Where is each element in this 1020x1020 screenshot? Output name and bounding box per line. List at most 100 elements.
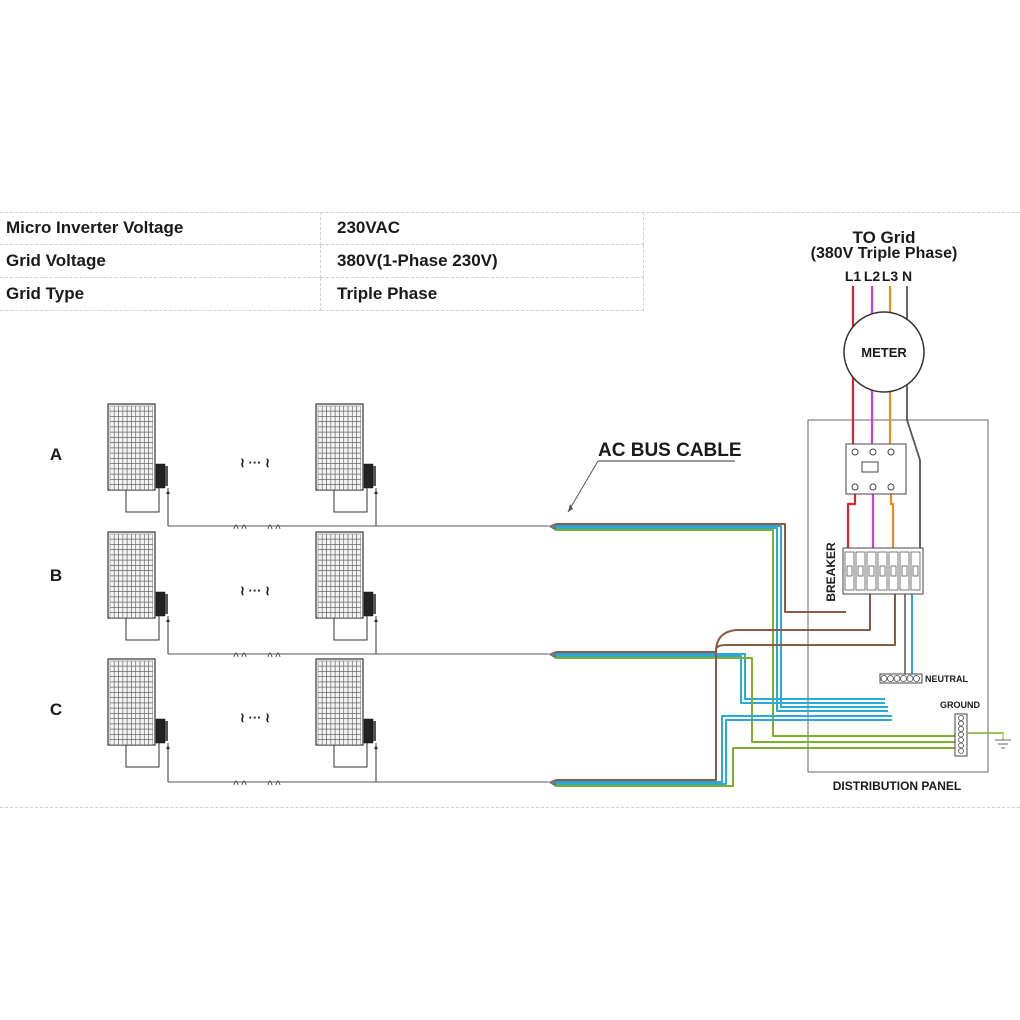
solar-cell [339, 468, 344, 475]
solar-cell [109, 581, 115, 587]
solar-cell [148, 687, 154, 693]
solar-cell [126, 676, 132, 682]
solar-cell [139, 442, 145, 448]
solar-cell [352, 718, 357, 724]
solar-cell [122, 468, 128, 475]
solar-cell [317, 739, 323, 745]
solar-cell [347, 416, 353, 422]
solar-cell [326, 676, 331, 682]
ac-drop-arrow [374, 618, 378, 622]
solar-cell [139, 463, 145, 469]
solar-cell [326, 442, 331, 448]
solar-cell [135, 533, 141, 540]
solar-cell [109, 708, 115, 714]
ellipsis-c: ≀ ··· ≀ [240, 710, 270, 725]
solar-cell [148, 458, 154, 464]
solar-cell [352, 671, 357, 677]
solar-cell [356, 458, 362, 464]
solar-cell [330, 734, 336, 740]
solar-cell [118, 458, 123, 464]
bus-c-ground [556, 747, 955, 787]
solar-cell [148, 660, 154, 667]
breaker-toggle [868, 565, 875, 577]
solar-cell [330, 602, 336, 608]
solar-cell [334, 602, 340, 608]
solar-cell [326, 586, 331, 592]
solar-cell [139, 539, 145, 545]
solar-cell [352, 479, 357, 485]
solar-cell [356, 463, 362, 469]
solar-cell [326, 729, 331, 735]
solar-cell [326, 570, 331, 576]
solar-cell [109, 676, 115, 682]
solar-cell [148, 554, 154, 561]
solar-cell [118, 479, 123, 485]
solar-cell [330, 575, 336, 582]
solar-cell [122, 581, 128, 587]
solar-cell [326, 426, 331, 433]
solar-cell [135, 681, 141, 688]
solar-cell [339, 549, 344, 555]
solar-cell [135, 596, 141, 603]
solar-cell [356, 708, 362, 714]
solar-cell [118, 474, 123, 480]
solar-cell [139, 447, 145, 454]
solar-cell [126, 723, 132, 730]
solar-cell [356, 666, 362, 672]
solar-cell [122, 607, 128, 613]
solar-cell [317, 723, 323, 730]
solar-cell [334, 426, 340, 433]
solar-cell [131, 533, 136, 540]
solar-cell [126, 581, 132, 587]
solar-cell [114, 718, 119, 724]
solar-cell [139, 437, 145, 443]
solar-cell [330, 426, 336, 433]
solar-cell [326, 739, 331, 745]
solar-cell [326, 666, 331, 672]
spec-label: Grid Type [0, 277, 321, 311]
solar-cell [352, 581, 357, 587]
solar-cell [317, 484, 323, 490]
solar-cell [131, 681, 136, 688]
micro-inverter-body [363, 591, 374, 617]
grid-subtitle: (380V Triple Phase) [811, 245, 958, 262]
solar-cell [322, 586, 327, 592]
solar-cell [135, 702, 141, 709]
solar-cell [118, 671, 123, 677]
solar-cell [109, 458, 115, 464]
ground-terminal [958, 720, 964, 727]
solar-cell [343, 468, 349, 475]
solar-cell [322, 708, 327, 714]
solar-cell [356, 718, 362, 724]
solar-cell [131, 734, 136, 740]
solar-cell [148, 612, 154, 618]
solar-cell [317, 411, 323, 417]
solar-cell [144, 416, 149, 422]
solar-cell [126, 479, 132, 485]
solar-cell [317, 533, 323, 540]
solar-cell [131, 539, 136, 545]
solar-cell [126, 708, 132, 714]
solar-cell [131, 570, 136, 576]
solar-cell [317, 432, 323, 438]
solar-cell [126, 421, 132, 427]
solar-cell [148, 544, 154, 550]
solar-cell [347, 612, 353, 618]
solar-cell [347, 411, 353, 417]
solar-cell [109, 671, 115, 677]
solar-cell [118, 586, 123, 592]
solar-cell [135, 468, 141, 475]
solar-cell [126, 575, 132, 582]
solar-cell [139, 533, 145, 540]
solar-cell [122, 676, 128, 682]
solar-cell [352, 713, 357, 719]
solar-cell [144, 687, 149, 693]
solar-cell [114, 468, 119, 475]
solar-cell [118, 666, 123, 672]
solar-cell [126, 458, 132, 464]
solar-cell [126, 565, 132, 571]
solar-cell [144, 426, 149, 433]
solar-cell [139, 681, 145, 688]
solar-cell [135, 437, 141, 443]
solar-cell [126, 453, 132, 459]
